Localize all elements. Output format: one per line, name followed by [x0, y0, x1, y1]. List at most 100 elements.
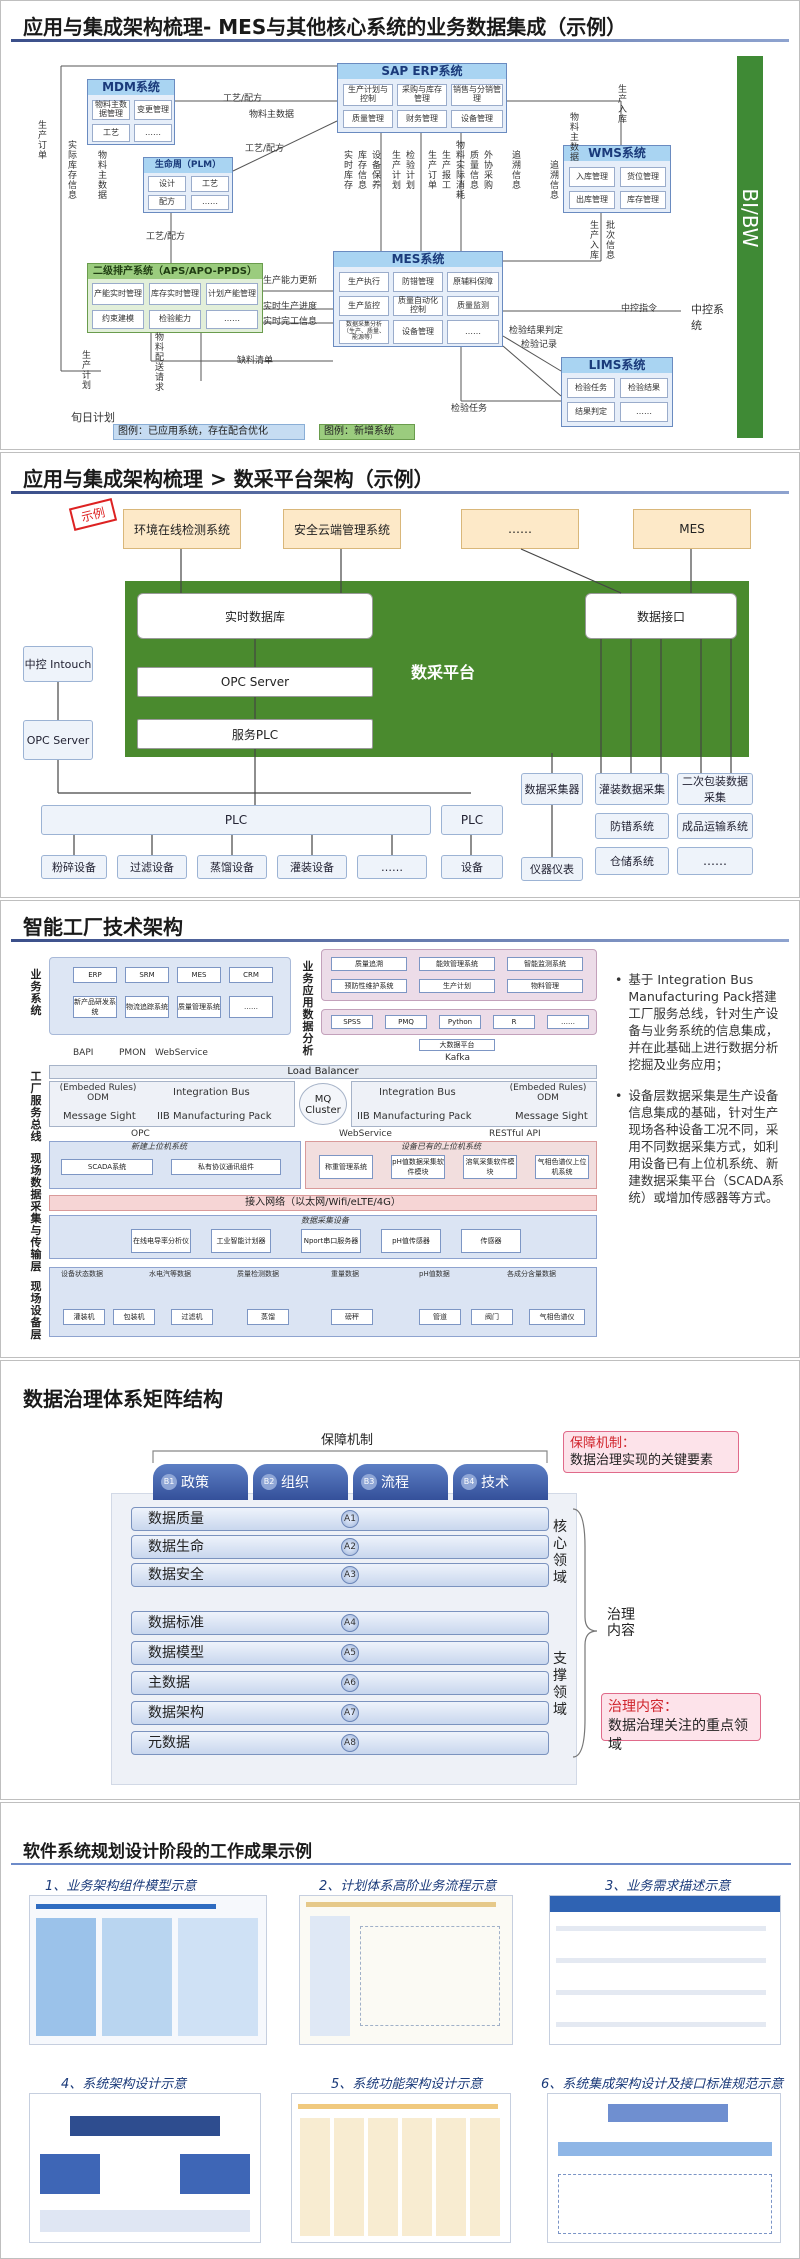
platform-label: 数采平台	[411, 663, 476, 682]
warehouse-system: 仓储系统	[595, 847, 669, 875]
thumb-line	[36, 1904, 216, 1909]
title-underline	[11, 939, 789, 942]
device-group: pH值数据	[419, 1270, 450, 1278]
layer-factory-bus: 工厂服务总线	[30, 1070, 42, 1143]
zk-intouch: 中控 Intouch	[23, 646, 93, 682]
aps-cell: ……	[206, 310, 258, 329]
pmon-label: PMON	[119, 1048, 147, 1058]
iib-left: IIB Manufacturing Pack	[157, 1111, 272, 1122]
gov-row: 数据安全	[131, 1563, 549, 1587]
plm-cell: 设计	[148, 176, 186, 192]
lims-header: LIMS系统	[562, 358, 672, 373]
plm-cell: 配方	[148, 195, 186, 210]
label-daily-plan: 旬日计划	[71, 411, 115, 424]
guarantee-note-title: 保障机制：	[570, 1436, 636, 1451]
wms-cell: 入库管理	[569, 167, 615, 187]
gov-row-name: 数据模型	[148, 1645, 204, 1661]
app-chip: 生产计划	[419, 979, 495, 993]
dim-tab: B2 组织	[253, 1464, 348, 1500]
aps-cell: 产能实时管理	[92, 283, 144, 305]
mes-cell: ……	[447, 320, 499, 344]
thumb-block	[310, 1916, 350, 2036]
dim-num: B2	[261, 1474, 277, 1490]
mdm-header: MDM系统	[88, 80, 174, 95]
content-note-text: 数据治理关注的重点领域	[608, 1718, 748, 1753]
biz-chip: 物流追踪系统	[125, 996, 169, 1018]
sap-erp-system: SAP ERP系统 生产计划与控制 采购与库存管理 销售与分销管理 质量管理 财…	[337, 63, 507, 133]
gov-row-name: 数据生命	[148, 1539, 204, 1555]
label-trace-info: 追溯信息	[549, 161, 559, 201]
gov-row: 数据质量	[131, 1507, 549, 1531]
device-chip: 气相色谱仪	[529, 1309, 585, 1325]
gov-row-name: 数据质量	[148, 1511, 204, 1527]
v-label: 生产计划	[391, 151, 401, 191]
guarantee-label: 保障机制	[321, 1433, 374, 1448]
data-interface: 数据接口	[585, 593, 737, 639]
sap-cell: 采购与库存管理	[397, 84, 447, 106]
thumb-block	[300, 2118, 504, 2236]
domain-brace	[572, 1508, 598, 1758]
bigdata-platform: 大数据平台	[419, 1039, 495, 1051]
thumb-line	[306, 1902, 496, 1907]
layer-business: 业务系统	[30, 968, 42, 1017]
layer-device: 现场设备层	[30, 1280, 42, 1341]
ib-left: Integration Bus	[173, 1087, 250, 1098]
bullet-text: 基于 Integration Bus Manufacturing Pack搭建工…	[628, 972, 779, 1072]
legend-new: 图例：新增系统	[319, 424, 415, 440]
v-label: 物料实际消耗	[455, 141, 465, 201]
v-label: 批次信息	[605, 221, 615, 261]
thumb-block	[558, 2174, 772, 2234]
v-label: 外协采购	[483, 151, 493, 191]
device-box: 仪器仪表	[521, 857, 583, 881]
thumb-block	[360, 1926, 500, 2026]
title-underline	[11, 491, 789, 494]
label-material-master: 物料主数据	[97, 151, 107, 201]
data-collector: 数据采集器	[521, 773, 583, 805]
device-box: 粉碎设备	[41, 855, 107, 879]
lims-cell: 结果判定	[567, 402, 615, 422]
gov-num: A6	[341, 1674, 359, 1692]
thumb-title: 6、系统集成架构设计及接口标准规范示意	[541, 2077, 784, 2092]
device-chip: 蒸馏	[247, 1309, 289, 1325]
device-box: 过滤设备	[117, 855, 187, 879]
thumb-business-component	[29, 1895, 267, 2045]
bullet-item: • 设备层数据采集是生产设备信息集成的基础，针对生产现场各种设备工况不同，采用不…	[615, 1087, 785, 1206]
gov-row: 数据标准	[131, 1611, 549, 1635]
slide4-title: 数据治理体系矩阵结构	[23, 1387, 223, 1411]
webservice-label: WebService	[155, 1048, 208, 1058]
gov-num: A2	[341, 1538, 359, 1556]
mdm-cell: 物料主数据管理	[92, 100, 130, 120]
aps-cell: 计划产能管理	[206, 283, 258, 305]
bullet-item: • 基于 Integration Bus Manufacturing Pack搭…	[615, 971, 785, 1073]
ms-right: Message Sight	[515, 1111, 588, 1122]
gov-num: A1	[341, 1510, 359, 1528]
device-chip: 阀门	[471, 1309, 513, 1325]
exist-chip: pH值数据采集软件模块	[391, 1155, 445, 1179]
slide1-connectors	[60, 65, 681, 402]
aps-header: 二级排产系统（APS/APO-PPDS）	[88, 264, 262, 279]
finished-goods-system: 成品运输系统	[677, 813, 753, 839]
gov-row-name: 数据安全	[148, 1567, 204, 1583]
label-capacity-update: 生产能力更新	[263, 276, 318, 286]
bi-bw-column: BI/BW	[737, 56, 763, 438]
slide-deliverables: 软件系统规划设计阶段的工作成果示例 1、业务架构组件模型示意 2、计划体系高阶业…	[0, 1802, 800, 2259]
thumb-block	[70, 2116, 220, 2136]
device-group: 水电汽等数据	[149, 1270, 191, 1278]
layer-appdata: 业务应用数据分析	[302, 960, 314, 1057]
zk-system: 中控系统	[691, 303, 724, 332]
guarantee-bracket	[152, 1450, 548, 1463]
tool-chip: ……	[547, 1015, 589, 1029]
thumb-line	[298, 2104, 498, 2109]
realtime-db: 实时数据库	[137, 593, 373, 639]
new-upper-label: 新建上位机系统	[131, 1142, 187, 1151]
label-insp-result: 检验结果判定	[509, 326, 564, 336]
wms-header: WMS系统	[564, 146, 670, 161]
biz-chip: 质量管理系统	[177, 996, 221, 1018]
tool-chip: PMQ	[385, 1015, 427, 1029]
biz-chip: ERP	[73, 967, 117, 983]
v-label: 追溯信息	[511, 151, 521, 191]
secondary-collect: 二次包装数据采集	[677, 773, 753, 805]
gov-num: A7	[341, 1704, 359, 1722]
bus-right	[351, 1081, 597, 1127]
label-process-recipe-3: 工艺/配方	[146, 232, 186, 242]
